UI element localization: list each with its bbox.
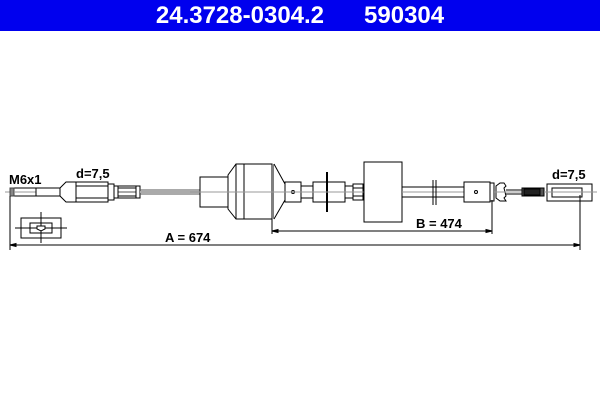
part-number: 24.3728-0304.2: [155, 1, 325, 29]
dimension-a-label: A = 674: [165, 230, 211, 245]
right-ferrule: [544, 183, 597, 202]
reference-number: 590304: [364, 1, 445, 29]
left-threaded-end: [9, 187, 61, 197]
left-thread-label: M6x1: [9, 172, 42, 187]
outer-sheath: [401, 180, 465, 205]
middle-sleeve: [300, 172, 365, 212]
left-ferrule: [59, 181, 141, 203]
right-end-fitting: [463, 181, 507, 203]
dimension-a: [9, 195, 581, 250]
left-diameter-label: d=7,5: [76, 166, 110, 181]
clip-symbol: [15, 212, 67, 243]
right-diameter-label: d=7,5: [552, 167, 586, 182]
adjuster-housing: [190, 163, 310, 220]
grommet-block: [363, 161, 403, 223]
dimension-b-label: B = 474: [416, 216, 462, 231]
title-bar: 24.3728-0304.2 590304: [0, 0, 600, 31]
dimension-b: [271, 200, 493, 234]
